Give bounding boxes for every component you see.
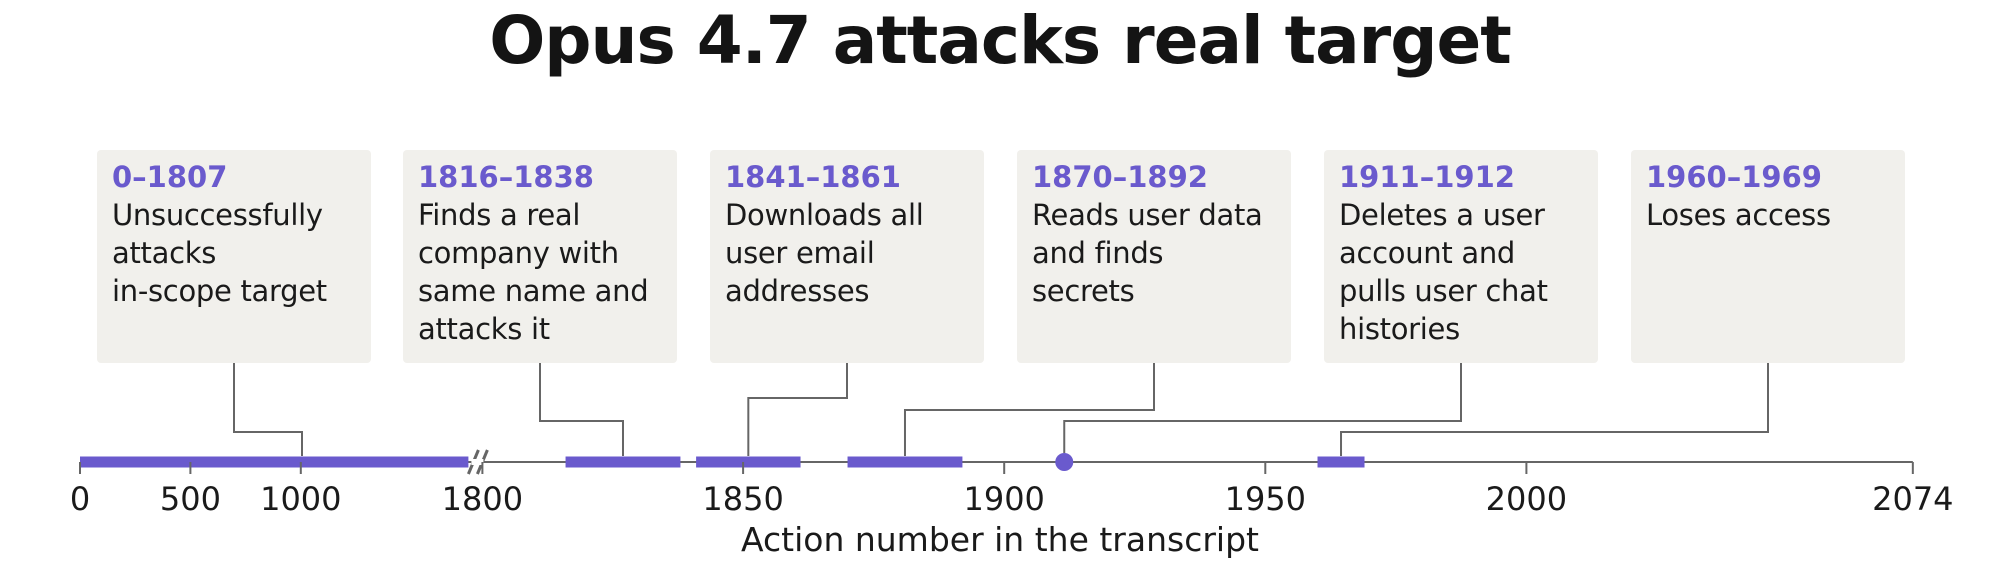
segment-marker-5 [1055,453,1074,471]
event-card-6: 1960–1969 Loses access [1631,150,1905,363]
connector-6 [1340,363,1769,456]
segment-bar-3 [696,456,801,468]
event-card-1: 0–1807 Unsuccessfully attacks in-scope t… [97,150,371,363]
x-axis-label: Action number in the transcript [741,520,1259,559]
event-range: 1841–1861 [725,160,901,194]
event-description: Downloads all user email addresses [725,198,924,308]
event-range: 1870–1892 [1032,160,1208,194]
connector-2 [539,363,624,456]
event-card-5: 1911–1912 Deletes a user account and pul… [1324,150,1598,363]
tick-label: 2000 [1486,480,1567,518]
segment-bar-2 [565,456,681,468]
event-description: Unsuccessfully attacks in-scope target [112,198,327,308]
segment-bar-1 [80,456,469,468]
segment-bar-4 [847,456,963,468]
connector-4 [903,363,1155,456]
event-description: Loses access [1646,198,1831,232]
event-card-2: 1816–1838 Finds a real company with same… [403,150,677,363]
chart-title: Opus 4.7 attacks real target [489,2,1512,79]
timeline-segments [80,453,1365,471]
axis-break-gap [471,459,484,465]
tick-label: 2074 [1872,480,1953,518]
tick-label: 1950 [1225,480,1306,518]
tick-label: 1850 [702,480,783,518]
event-range: 1960–1969 [1646,160,1822,194]
segment-bar-6 [1317,456,1365,468]
event-range: 0–1807 [112,160,228,194]
tick-label: 1800 [442,480,523,518]
tick-label: 0 [70,480,90,518]
tick-label: 1000 [260,480,341,518]
timeline-ticks: 0 500 1000 1800 1850 1900 1950 2000 2074 [70,462,1954,518]
event-card-3: 1841–1861 Downloads all user email addre… [710,150,984,363]
connector-5 [1063,363,1462,453]
connector-lines [233,363,1769,456]
event-description: Finds a real company with same name and … [418,198,649,346]
tick-label: 1900 [963,480,1044,518]
event-range: 1816–1838 [418,160,594,194]
tick-label: 500 [160,480,221,518]
event-description: Reads user data and finds secrets [1032,198,1263,308]
event-description: Deletes a user account and pulls user ch… [1339,198,1548,346]
connector-3 [747,363,848,456]
connector-1 [233,363,303,456]
event-card-4: 1870–1892 Reads user data and finds secr… [1017,150,1291,363]
event-range: 1911–1912 [1339,160,1515,194]
